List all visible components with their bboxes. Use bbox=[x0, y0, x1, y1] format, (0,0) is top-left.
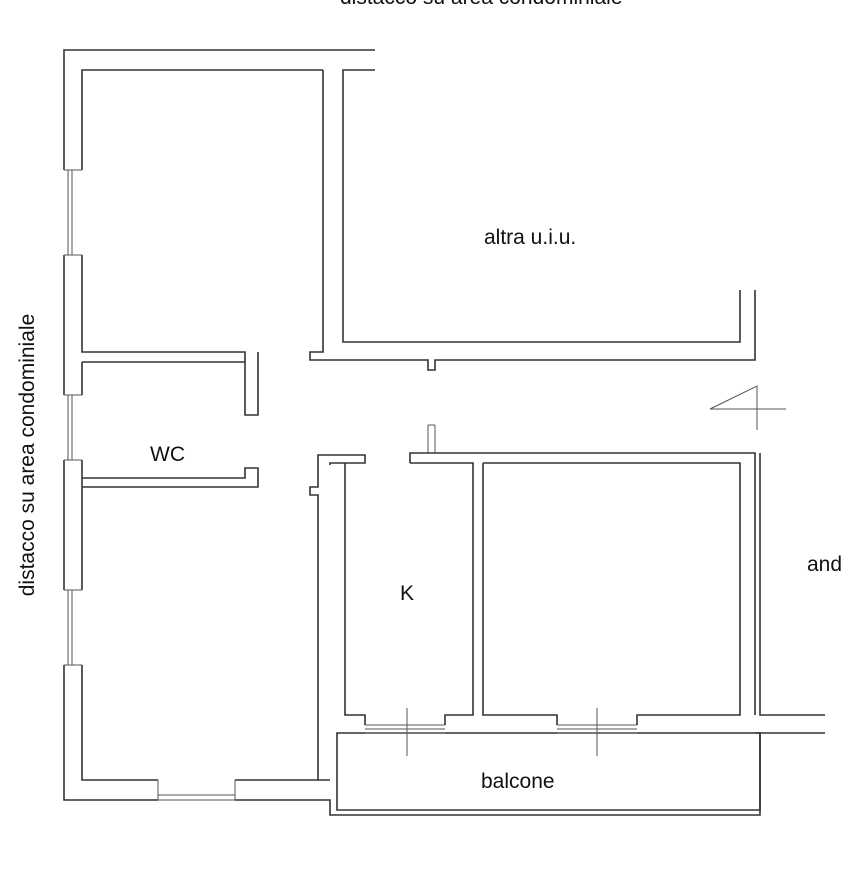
window-kitchen bbox=[365, 708, 445, 756]
kitchen-label: K bbox=[400, 582, 415, 605]
window-bottom bbox=[157, 780, 236, 801]
wc-walls bbox=[81, 361, 259, 590]
right-cut-label: and bbox=[807, 553, 843, 576]
balcony-label: balcone bbox=[481, 770, 555, 793]
wc-label: WC bbox=[150, 443, 185, 466]
window-left-3 bbox=[64, 589, 82, 666]
left-boundary-label: distacco su area condominiale bbox=[16, 313, 39, 597]
balcony bbox=[318, 732, 761, 811]
outer-wall bbox=[63, 49, 761, 816]
door-stub bbox=[427, 424, 436, 453]
top-boundary-label: distacco su area condominiale bbox=[340, 0, 623, 10]
inner-wall-left-room bbox=[81, 69, 741, 416]
window-room bbox=[557, 708, 637, 756]
section-marker-icon bbox=[709, 385, 786, 430]
right-wall bbox=[755, 453, 825, 734]
window-left-1 bbox=[64, 169, 82, 256]
inner-wall-left bbox=[309, 70, 756, 371]
lower-left-room bbox=[81, 454, 366, 781]
window-left-2 bbox=[64, 394, 82, 461]
kitchen-walls bbox=[344, 452, 756, 725]
other-unit-label: altra u.i.u. bbox=[484, 226, 577, 249]
